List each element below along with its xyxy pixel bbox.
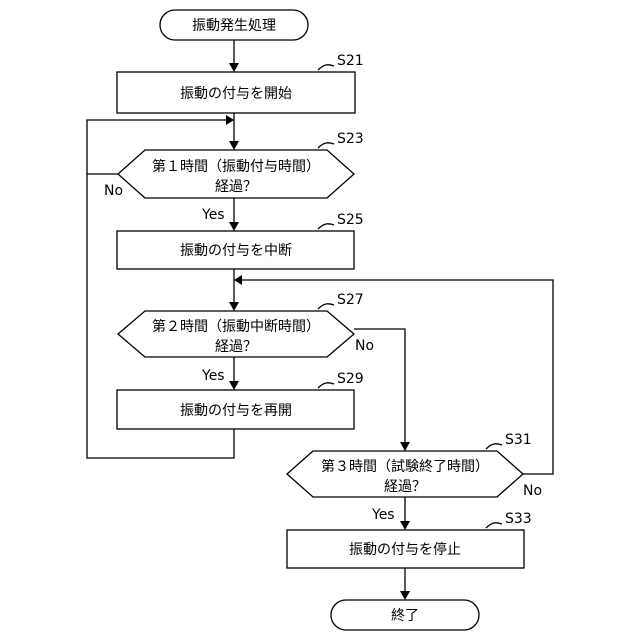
process-s29: 振動の付与を再開 xyxy=(117,390,354,429)
step-leader-s33 xyxy=(486,523,502,528)
branch-label-s31-yes: Yes xyxy=(371,507,395,523)
decision-s31: 第３時間（試験終了時間） 経過？ xyxy=(287,451,523,497)
arrowhead xyxy=(229,222,239,231)
start-label: 振動発生処理 xyxy=(192,18,276,34)
decision-s27-line2: 経過？ xyxy=(215,339,257,355)
step-label-s25: S25 xyxy=(337,212,364,228)
arrowhead xyxy=(229,63,239,72)
process-s25: 振動の付与を中断 xyxy=(117,231,354,269)
step-label-s21: S21 xyxy=(337,53,364,69)
arrowhead xyxy=(400,591,410,600)
start-terminal: 振動発生処理 xyxy=(160,10,308,40)
process-s29-label: 振動の付与を再開 xyxy=(180,403,292,419)
step-label-s29: S29 xyxy=(337,371,364,387)
arrowhead xyxy=(229,302,239,311)
decision-s31-line1: 第３時間（試験終了時間） xyxy=(321,458,489,475)
branch-label-s27-yes: Yes xyxy=(201,368,225,384)
end-terminal: 終了 xyxy=(331,600,479,630)
step-label-s31: S31 xyxy=(505,432,532,448)
decision-s27: 第２時間（振動中断時間） 経過？ xyxy=(118,311,354,357)
decision-s23-line1: 第１時間（振動付与時間） xyxy=(152,158,320,175)
step-label-s23: S23 xyxy=(337,131,364,147)
branch-label-s23-no: No xyxy=(104,183,123,199)
decision-s23-line2: 経過？ xyxy=(215,179,257,195)
decision-s23: 第１時間（振動付与時間） 経過？ xyxy=(118,150,354,198)
step-leader-s29 xyxy=(318,383,334,388)
process-s21: 振動の付与を開始 xyxy=(117,72,355,113)
process-s33-label: 振動の付与を停止 xyxy=(349,541,461,558)
arrowhead xyxy=(229,141,239,150)
decision-s27-line1: 第２時間（振動中断時間） xyxy=(152,318,320,335)
end-label: 終了 xyxy=(391,608,419,624)
process-s33: 振動の付与を停止 xyxy=(287,530,524,568)
step-leader-s21 xyxy=(318,65,334,70)
step-leader-s31 xyxy=(486,444,502,449)
branch-label-s31-no: No xyxy=(523,483,542,499)
step-leader-s27 xyxy=(318,304,334,309)
process-s21-label: 振動の付与を開始 xyxy=(180,86,292,102)
branch-label-s27-no: No xyxy=(355,338,374,354)
branch-label-s23-yes: Yes xyxy=(201,207,225,223)
arrowhead xyxy=(400,521,410,530)
arrowhead xyxy=(234,275,242,285)
process-s25-label: 振動の付与を中断 xyxy=(180,243,292,259)
arrowhead xyxy=(226,115,234,125)
step-leader-s23 xyxy=(318,143,334,148)
step-leader-s25 xyxy=(318,224,334,229)
arrowhead xyxy=(229,381,239,390)
decision-s31-line2: 経過？ xyxy=(384,479,426,495)
step-label-s27: S27 xyxy=(337,292,364,308)
step-label-s33: S33 xyxy=(505,511,532,527)
arrowhead xyxy=(400,442,410,451)
